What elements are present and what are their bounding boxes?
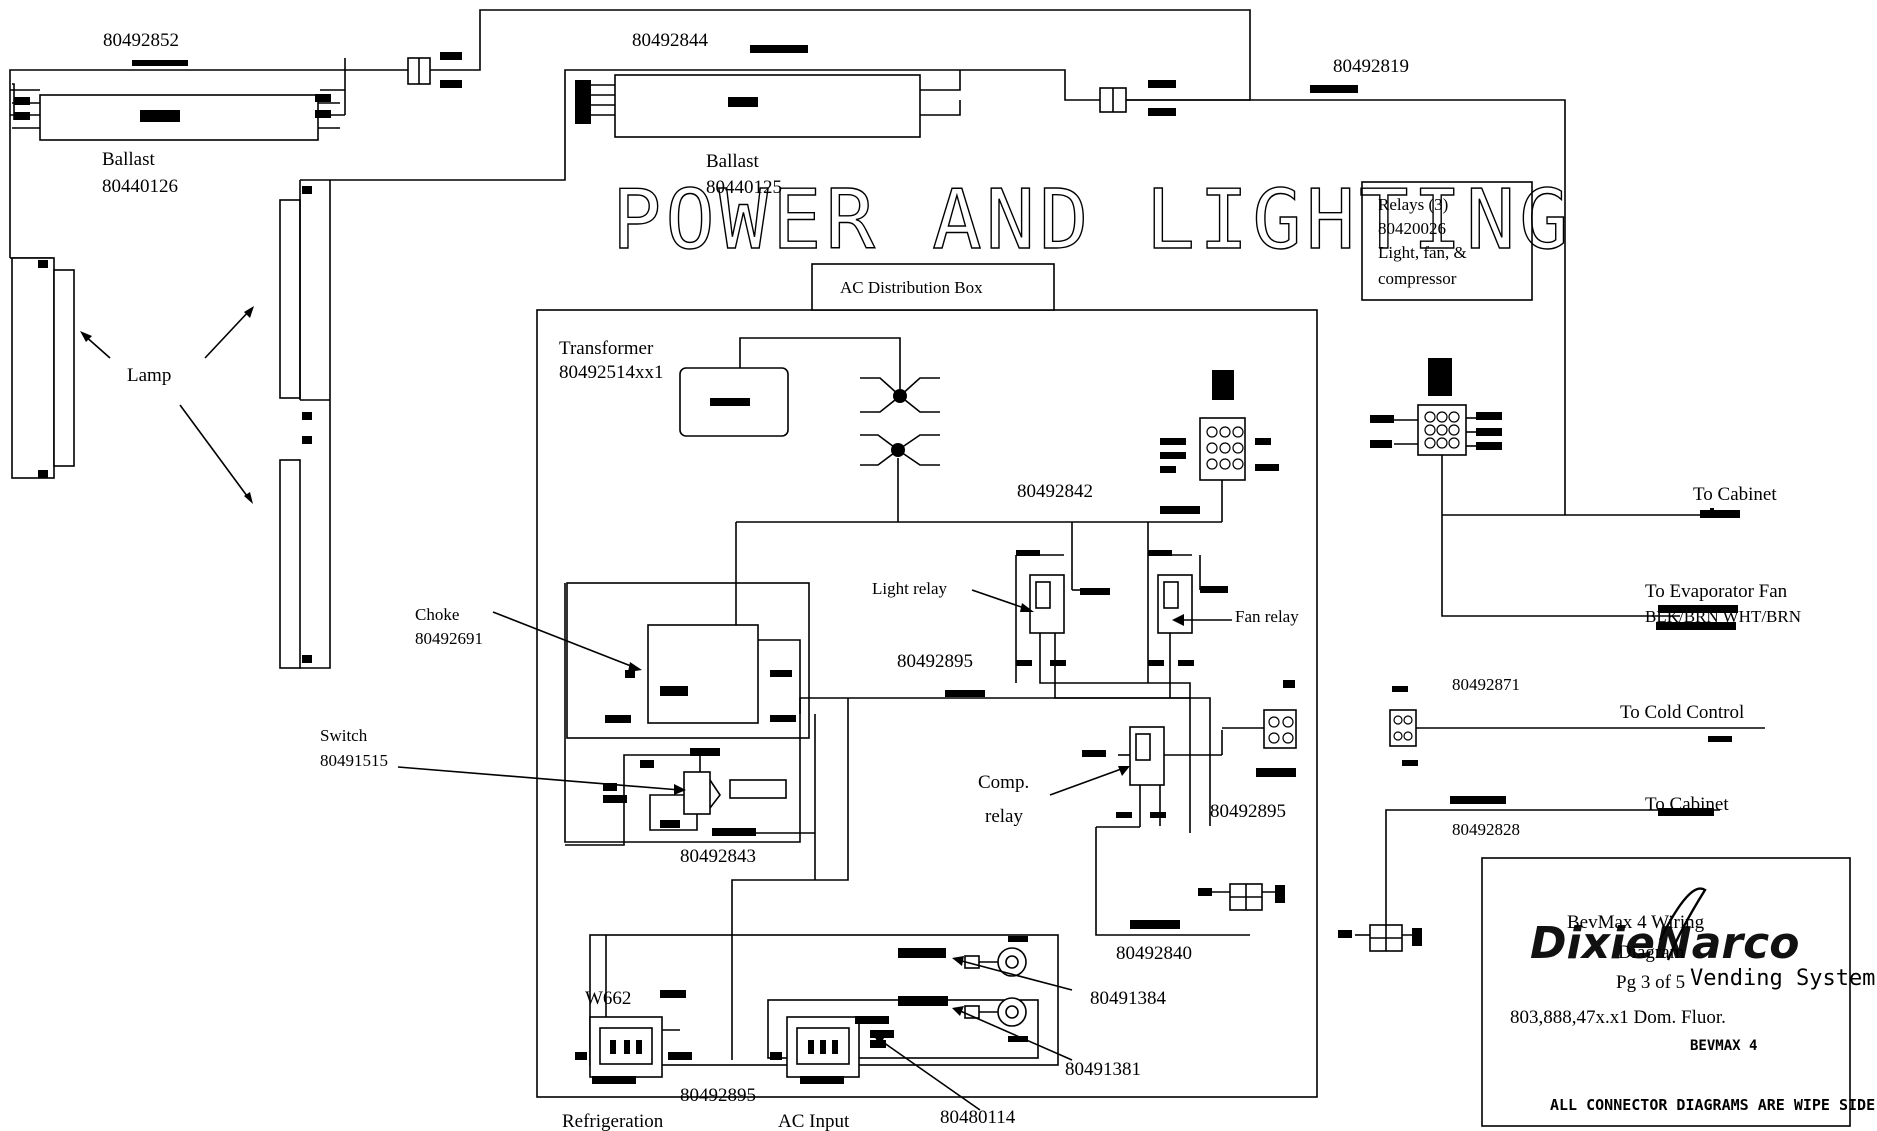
label-harness-80492842: 80492842 [1017, 481, 1093, 502]
label-relays-4: compressor [1378, 269, 1457, 288]
label-lamp: Lamp [127, 365, 171, 386]
label-80491384: 80491384 [1090, 988, 1167, 1009]
logo-subtitle: Vending System [1690, 966, 1875, 991]
label-comp-relay-1: Comp. [978, 772, 1029, 793]
title-block: DixieNarco Vending System BEVMAX 4 ALL C… [1481, 857, 1875, 1127]
label-switch-pn: 80491515 [320, 751, 388, 770]
top-wiring [9, 9, 1680, 516]
label-to-cold-control: To Cold Control [1620, 702, 1744, 723]
label-transformer-pn: 80492514xx1 [559, 362, 664, 383]
choke [647, 624, 759, 724]
leader-arrows [397, 589, 1232, 1111]
relays-note-box [1361, 181, 1533, 301]
switch [683, 771, 711, 815]
label-ballast-mid-pn: 80440125 [706, 177, 782, 198]
title-line-2: Diagram [1618, 942, 1685, 963]
label-light-relay: Light relay [872, 579, 948, 598]
label-harness-80492828: 80492828 [1452, 820, 1520, 839]
label-choke-pn: 80492691 [415, 629, 483, 648]
label-fan-relay: Fan relay [1235, 607, 1299, 626]
ac-distribution-box [536, 263, 1318, 1098]
label-transformer: Transformer [559, 338, 654, 359]
label-80491381: 80491381 [1065, 1059, 1141, 1080]
logo-text: DixieNarco [1530, 918, 1799, 969]
label-80480114: 80480114 [940, 1107, 1016, 1128]
label-harness-80492852: 80492852 [103, 30, 179, 51]
diagram-title: POWER AND LIGHTING [612, 173, 1573, 268]
label-ac-dist-box: AC Distribution Box [840, 278, 983, 297]
label-evap-colors: BLK/BRN WHT/BRN [1645, 607, 1801, 626]
label-comp-relay-2: relay [985, 806, 1023, 827]
label-80492895-bottom: 80492895 [680, 1085, 756, 1106]
label-to-evaporator-fan: To Evaporator Fan [1645, 581, 1788, 602]
ballast-middle [614, 74, 921, 138]
lamp-mid-lower [279, 459, 301, 669]
label-relay-pn-right: 80492895 [1210, 801, 1286, 822]
lamp-left [11, 257, 55, 479]
labels: 80492852 80492844 80492819 Ballast 80440… [102, 30, 1801, 1131]
label-harness-80492844: 80492844 [632, 30, 709, 51]
label-ballast-mid: Ballast [706, 151, 759, 172]
label-relays-1: Relays (3) [1378, 195, 1448, 214]
label-w662: W662 [585, 988, 631, 1009]
label-choke: Choke [415, 605, 459, 624]
label-relay-pn-left: 80492895 [897, 651, 973, 672]
label-to-cabinet-1: To Cabinet [1693, 484, 1777, 505]
label-relays-3: Light, fan, & [1378, 243, 1467, 262]
ac-dist-box-label-frame [811, 263, 1055, 311]
cold-control-connector [1389, 709, 1417, 747]
label-relays-2: 80420026 [1378, 219, 1446, 238]
title-small-1: BEVMAX 4 [1690, 1038, 1757, 1054]
label-ac-input: AC Input [778, 1111, 850, 1131]
lamp-mid-upper [279, 199, 301, 399]
right-harnesses [1338, 181, 1765, 952]
label-harness-80492840: 80492840 [1116, 943, 1192, 964]
label-to-cabinet-2: To Cabinet [1645, 794, 1729, 815]
title-line-1: BevMax 4 Wiring [1567, 912, 1705, 933]
label-switch: Switch [320, 726, 368, 745]
label-harness-80492871: 80492871 [1452, 675, 1520, 694]
title-small-2: ALL CONNECTOR DIAGRAMS ARE WIPE SIDE [1550, 1096, 1875, 1114]
title-line-4: 803,888,47x.x1 Dom. Fluor. [1510, 1007, 1726, 1028]
label-harness-80492843: 80492843 [680, 846, 756, 867]
label-ballast-left: Ballast [102, 149, 155, 170]
label-ballast-left-pn: 80440126 [102, 176, 178, 197]
label-harness-80492819: 80492819 [1333, 56, 1409, 77]
lamps [10, 180, 331, 669]
label-refrigeration: Refrigeration [562, 1111, 664, 1131]
title-line-3: Pg 3 of 5 [1616, 972, 1685, 993]
